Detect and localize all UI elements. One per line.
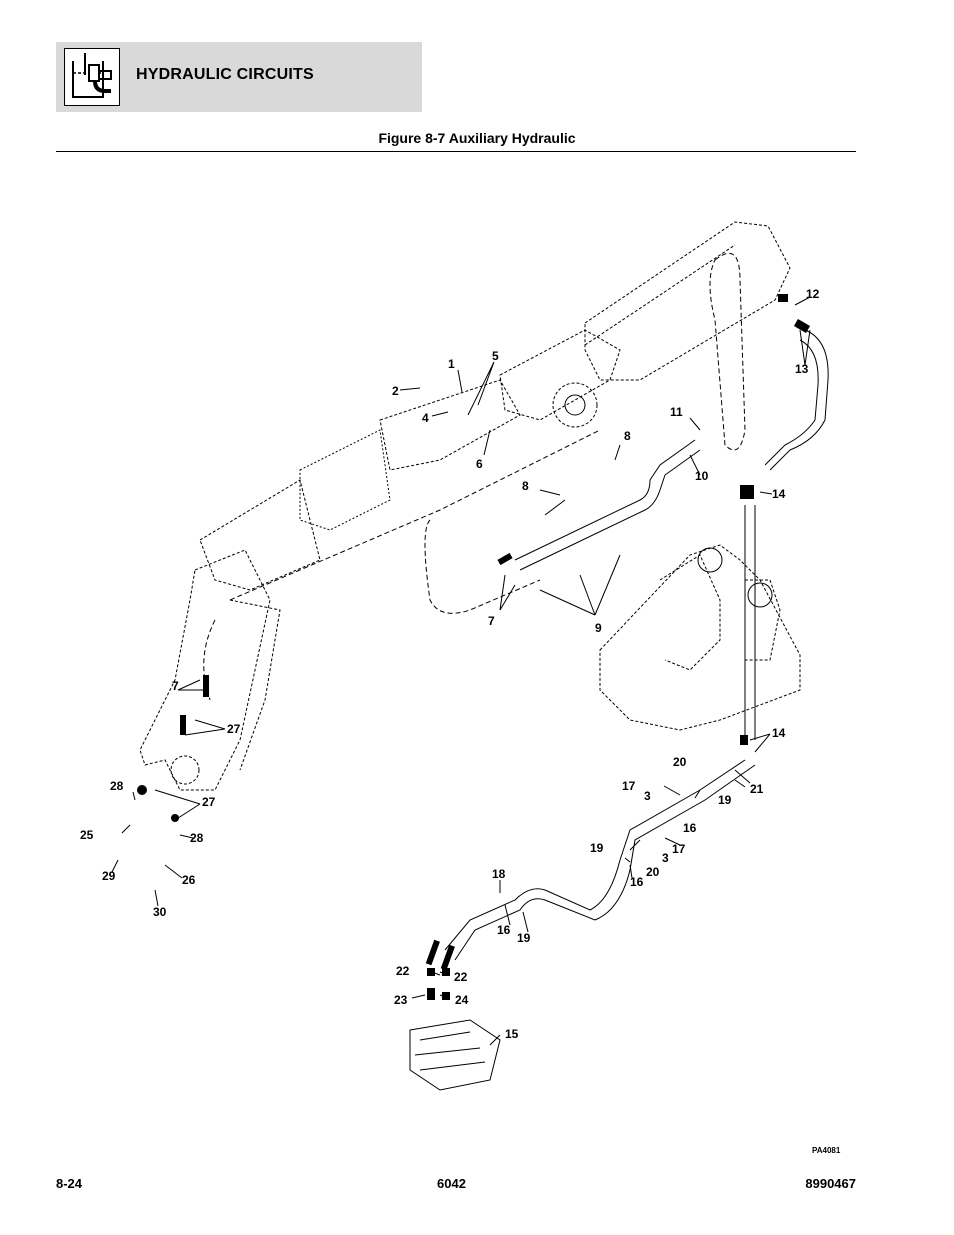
- callout-24: 24: [455, 993, 469, 1007]
- callout-23: 23: [394, 993, 408, 1007]
- callout-28: 28: [110, 779, 124, 793]
- callout-13: 13: [795, 362, 809, 376]
- callout-8: 8: [624, 429, 631, 443]
- callout-14b: 14: [772, 726, 786, 740]
- callout-16: 16: [683, 821, 697, 835]
- callout-17: 17: [622, 779, 636, 793]
- callout-14: 14: [772, 487, 786, 501]
- callout-28b: 28: [190, 831, 204, 845]
- callout-18: 18: [492, 867, 506, 881]
- callout-2: 2: [392, 384, 399, 398]
- page-number: 8-24: [56, 1176, 83, 1191]
- callout-11: 11: [670, 405, 683, 419]
- callout-10: 10: [695, 469, 709, 483]
- header-rule: [56, 151, 856, 152]
- callout-27: 27: [227, 722, 241, 736]
- callout-25: 25: [80, 828, 94, 842]
- callout-3b: 3: [662, 851, 669, 865]
- callout-9: 9: [595, 621, 602, 635]
- callout-22: 22: [396, 964, 410, 978]
- callout-19c: 19: [517, 931, 531, 945]
- callout-1: 1: [448, 357, 455, 371]
- callout-12: 12: [806, 287, 820, 301]
- callout-4: 4: [422, 411, 429, 425]
- callout-5: 5: [492, 349, 499, 363]
- callout-16c: 16: [497, 923, 511, 937]
- callout-19: 19: [718, 793, 732, 807]
- callout-3: 3: [644, 789, 651, 803]
- callout-20b: 20: [646, 865, 660, 879]
- figure-title: Figure 8-7 Auxiliary Hydraulic: [378, 130, 576, 146]
- callout-8b: 8: [522, 479, 529, 493]
- callout-7: 7: [488, 614, 495, 628]
- callout-16b: 16: [630, 875, 644, 889]
- callout-19b: 19: [590, 841, 604, 855]
- model-number: 6042: [437, 1176, 466, 1191]
- callout-26: 26: [182, 873, 196, 887]
- section-header: HYDRAULIC CIRCUITS: [56, 42, 422, 112]
- callout-15: 15: [505, 1027, 519, 1041]
- callout-27b: 27: [202, 795, 216, 809]
- part-number: 8990467: [805, 1176, 856, 1191]
- figure-reference: PA4081: [812, 1146, 841, 1155]
- callout-29: 29: [102, 869, 116, 883]
- callout-21: 21: [750, 782, 764, 796]
- callout-6: 6: [476, 457, 483, 471]
- callout-20: 20: [673, 755, 687, 769]
- hydraulic-circuit-icon: [64, 48, 120, 106]
- callout-7b: 7: [172, 679, 179, 693]
- callout-30: 30: [153, 905, 167, 919]
- callout-22b: 22: [454, 970, 468, 984]
- callout-17b: 17: [672, 842, 686, 856]
- section-title: HYDRAULIC CIRCUITS: [136, 66, 314, 83]
